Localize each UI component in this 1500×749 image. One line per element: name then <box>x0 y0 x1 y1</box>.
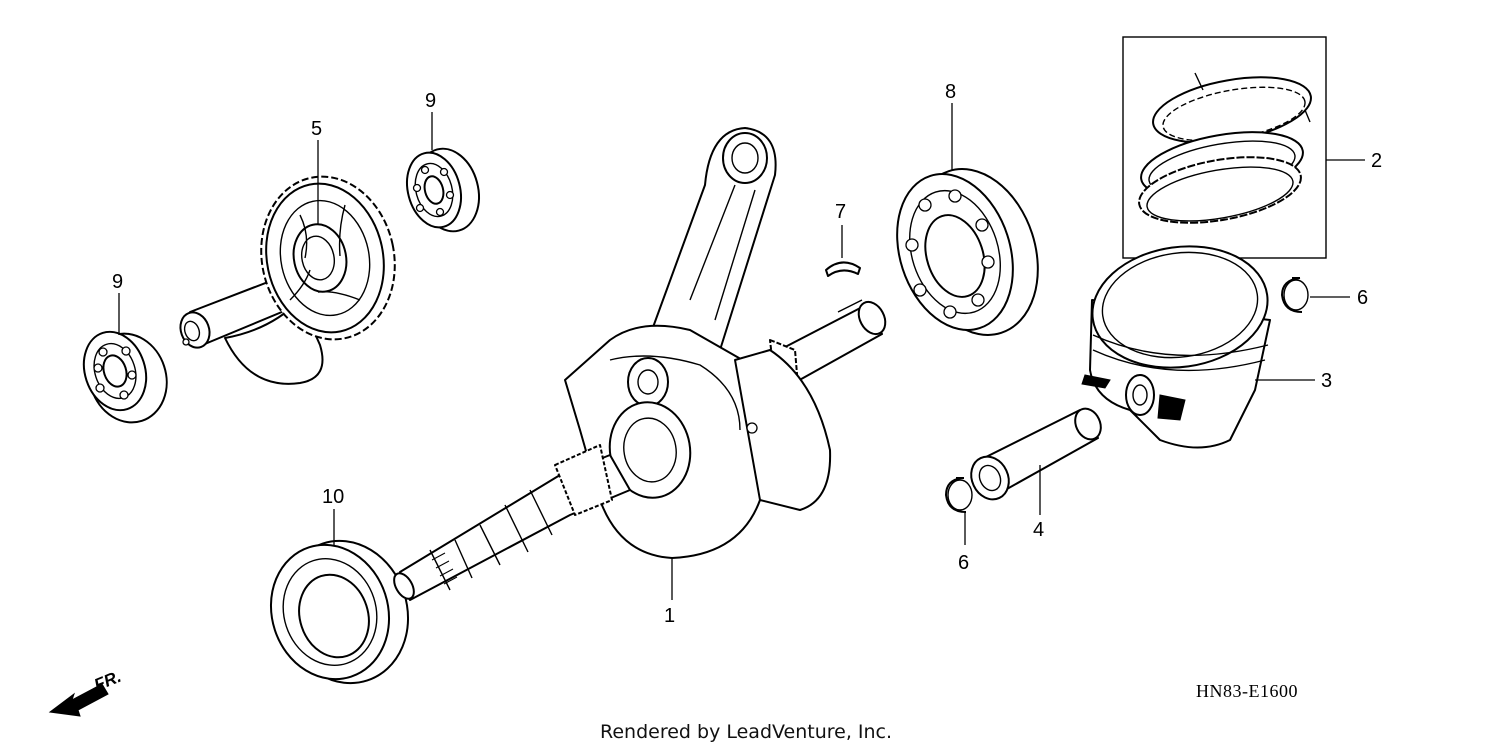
callout-3[interactable]: 3 <box>1321 370 1332 392</box>
main-bearing[interactable] <box>878 153 1058 352</box>
callout-8[interactable]: 8 <box>945 81 956 103</box>
front-arrow-icon <box>48 683 109 717</box>
crankshaft[interactable] <box>390 127 891 602</box>
callout-1[interactable]: 1 <box>664 605 675 627</box>
callout-7[interactable]: 7 <box>835 201 846 223</box>
callout-5[interactable]: 5 <box>311 118 322 140</box>
callout-6-left[interactable]: 6 <box>958 552 969 574</box>
leader-lines <box>118 103 1365 600</box>
oil-seal[interactable] <box>254 524 426 699</box>
callout-9-upper[interactable]: 9 <box>425 90 436 112</box>
pin-clip-left[interactable] <box>945 477 973 513</box>
piston[interactable] <box>1081 235 1275 449</box>
callout-6-right[interactable]: 6 <box>1357 287 1368 309</box>
diagram-code: HN83-E1600 <box>1196 681 1298 701</box>
piston-pin[interactable] <box>964 404 1105 505</box>
balancer-bearing-upper[interactable] <box>399 142 488 239</box>
front-marker-label: FR. <box>91 667 124 695</box>
piston-ring-set[interactable] <box>1122 36 1327 259</box>
callout-10[interactable]: 10 <box>322 486 344 508</box>
balancer-bearing-left[interactable] <box>74 323 178 432</box>
callout-4[interactable]: 4 <box>1033 519 1044 541</box>
pin-clip-right[interactable] <box>1281 277 1309 313</box>
front-direction-marker: FR. <box>48 667 124 717</box>
balancer-shaft[interactable] <box>176 164 410 385</box>
woodruff-key[interactable] <box>825 261 861 277</box>
callout-2[interactable]: 2 <box>1371 150 1382 172</box>
callout-9-left[interactable]: 9 <box>112 271 123 293</box>
render-credit: Rendered by LeadVenture, Inc. <box>600 721 892 743</box>
